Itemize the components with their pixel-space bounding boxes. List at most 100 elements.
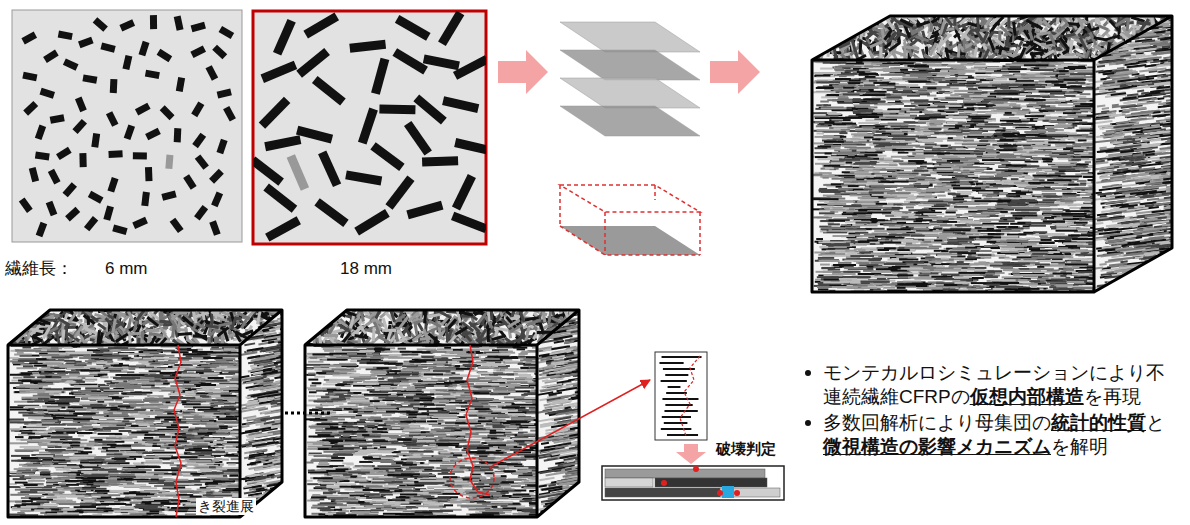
cube-face (812, 60, 1094, 292)
fiber (1117, 248, 1143, 251)
fiber (1113, 54, 1126, 55)
fiber (1167, 262, 1190, 265)
fiber (1034, 47, 1048, 53)
fiber (1130, 279, 1152, 281)
fiber (1099, 263, 1106, 266)
fiber (1165, 275, 1174, 278)
fiber (850, 39, 857, 53)
fiber (1094, 234, 1112, 236)
fiber (1169, 273, 1182, 274)
fiber (1154, 82, 1179, 85)
fiber (36, 222, 47, 238)
fiber (1165, 277, 1186, 279)
fiber (1171, 282, 1190, 285)
fiber (820, 19, 825, 33)
fiber (1129, 280, 1142, 281)
fiber (1097, 149, 1120, 152)
fiber (1159, 175, 1179, 177)
fiber (1151, 271, 1175, 274)
fiber (1133, 276, 1154, 278)
fiber (1129, 287, 1151, 289)
fiber (1096, 161, 1105, 162)
fiber (1094, 238, 1107, 239)
fiber (75, 97, 87, 113)
fiber (1120, 85, 1128, 88)
fiber (1135, 270, 1161, 273)
fiber (1153, 276, 1168, 278)
fiber (1101, 180, 1111, 181)
fiber (1100, 78, 1106, 81)
fiber (856, 15, 870, 19)
fiber (1107, 24, 1115, 27)
panel-frame (253, 11, 486, 244)
fiber (1145, 169, 1169, 172)
fiber (841, 12, 844, 26)
fiber (1163, 94, 1185, 96)
fiber (1130, 56, 1137, 59)
fiber (23, 101, 38, 116)
fiber (1079, 37, 1088, 51)
fiber (1146, 183, 1162, 185)
fiber (818, 26, 826, 40)
fiber (888, 41, 901, 52)
fiber (192, 133, 206, 148)
fiber (1103, 135, 1125, 137)
fiber (1106, 154, 1132, 157)
fiber (1111, 53, 1125, 55)
fiber (1147, 131, 1169, 134)
fiber (1160, 241, 1187, 244)
fiber (1172, 148, 1190, 151)
fiber (1121, 156, 1144, 159)
fiber (1104, 22, 1113, 23)
fiber (1114, 224, 1139, 227)
fiber (1113, 31, 1136, 34)
fiber (1118, 166, 1131, 167)
fiber (176, 77, 185, 92)
fiber (1133, 279, 1146, 280)
fiber (385, 176, 414, 210)
fiber (1148, 265, 1171, 268)
fiber (1141, 274, 1147, 277)
fiber (1104, 229, 1118, 231)
fiber (1166, 204, 1188, 206)
fiber (29, 167, 39, 182)
fiber (1136, 21, 1150, 23)
fiber (19, 197, 33, 212)
fiber (48, 169, 61, 185)
fiber (216, 139, 227, 155)
fiber (1109, 110, 1116, 113)
ply-layer (560, 226, 700, 255)
fiber (861, 12, 875, 21)
fiber (1103, 33, 1128, 36)
fiber (1167, 272, 1188, 274)
fiber (1160, 59, 1167, 62)
fiber (1026, 19, 1040, 29)
fiber (1160, 120, 1166, 123)
fiber (84, 216, 98, 231)
fiber (1145, 215, 1160, 217)
fiber (406, 201, 443, 219)
fiber (1166, 98, 1189, 101)
fiber (1141, 286, 1149, 289)
fiber (1099, 42, 1110, 43)
fiber (1103, 73, 1114, 74)
fiber (1065, 56, 1079, 59)
fiber (190, 45, 206, 58)
fiber (1123, 97, 1137, 99)
fiber (1111, 256, 1123, 257)
fiber (50, 114, 65, 123)
fiber (209, 220, 220, 236)
fiber (1095, 228, 1104, 229)
fiber (916, 20, 930, 27)
fiber (1122, 29, 1136, 31)
fiber (1137, 108, 1146, 109)
fiber (1097, 65, 1105, 68)
fiber (1124, 198, 1140, 200)
fiber (191, 102, 204, 118)
fiber (857, 38, 870, 48)
fiber (1151, 280, 1163, 281)
fiber (1116, 17, 1136, 19)
fiber (1111, 26, 1131, 28)
fiber (1144, 19, 1157, 20)
fiber (145, 128, 161, 140)
